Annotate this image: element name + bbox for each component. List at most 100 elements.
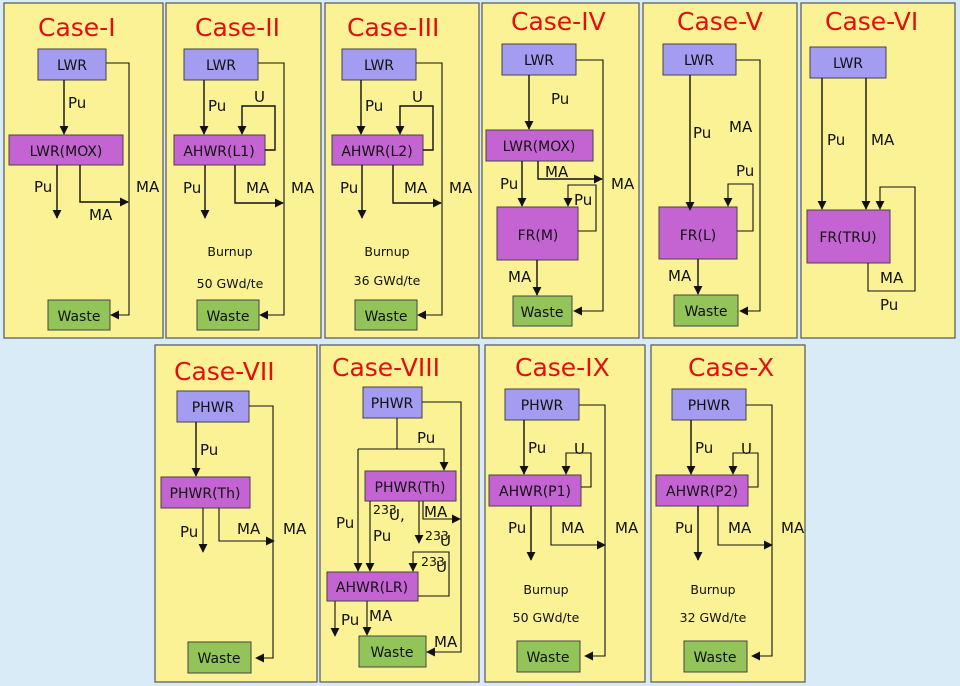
case-title: Case-VII — [174, 357, 275, 386]
waste-box — [358, 635, 427, 668]
flow-label: U, — [389, 506, 405, 524]
reactor-box — [8, 134, 124, 166]
waste-label: Waste — [198, 651, 241, 667]
burnup-label: Burnup — [523, 582, 568, 597]
flow-arrow — [422, 401, 462, 657]
case-title: Case-III — [347, 13, 439, 42]
waste-box — [512, 295, 573, 327]
case-3-panel: Case-III LWR AHWR(L2) Waste Pu U Pu MA M… — [324, 2, 480, 339]
flow-label: MA — [246, 179, 270, 197]
burnup-value: 32 GWd/te — [680, 610, 747, 625]
flow-label: Pu — [68, 94, 86, 112]
flow-label: Pu — [551, 90, 569, 108]
source-reactor-label: LWR — [524, 53, 554, 69]
case-title: Case-IV — [511, 7, 606, 36]
case-10-panel: Case-X PHWR AHWR(P2) Waste Pu U Pu MA MA… — [650, 344, 806, 683]
flow-arrow — [867, 186, 916, 292]
reactor-label: AHWR(P2) — [666, 484, 738, 500]
flow-label: MA — [237, 520, 261, 538]
source-reactor-box — [341, 48, 417, 81]
reactor2-label: FR(M) — [518, 228, 559, 244]
case-4-panel: Case-IV LWR LWR(MOX) FR(M) Waste Pu Pu M… — [481, 2, 640, 339]
flow-label: Pu — [208, 97, 226, 115]
waste-label: Waste — [694, 650, 737, 666]
flow-label: MA — [508, 268, 532, 286]
source-reactor-box — [176, 390, 250, 423]
flow-label: MA — [781, 519, 805, 537]
case-7-panel: Case-VII PHWR PHWR(Th) Waste Pu Pu MA MA — [154, 344, 318, 683]
flow-label: U — [741, 440, 752, 458]
waste-box — [196, 299, 260, 331]
flow-arrow — [579, 404, 606, 661]
reactor-box — [655, 474, 749, 507]
waste-label: Waste — [527, 650, 570, 666]
flow-arrow — [258, 62, 285, 320]
reactor-box — [658, 206, 738, 260]
flow-arrow — [79, 165, 129, 207]
waste-label: Waste — [207, 309, 250, 325]
flow-arrow — [736, 59, 761, 316]
flow-label: MA — [871, 131, 895, 149]
source-reactor-label: LWR — [57, 58, 87, 74]
flow-label: Pu — [693, 124, 711, 142]
flow-label: MA — [424, 503, 448, 521]
flow-label: MA — [561, 519, 585, 537]
source-reactor-label: PHWR — [371, 396, 414, 412]
flow-label: MA — [404, 179, 428, 197]
flow-arrow — [563, 184, 597, 232]
burnup-label: Burnup — [207, 244, 252, 259]
reactor-label: PHWR(Th) — [170, 486, 241, 502]
reactor-label: PHWR(Th) — [375, 480, 446, 496]
source-reactor-label: PHWR — [521, 398, 564, 414]
source-reactor-box — [809, 46, 887, 79]
flow-label: MA — [611, 175, 635, 193]
flow-label: MA — [668, 267, 692, 285]
source-reactor-label: LWR — [364, 58, 394, 74]
flow-label-superscript: 233 — [373, 502, 397, 517]
flow-arrow — [723, 183, 754, 232]
flow-label: MA — [728, 519, 752, 537]
flow-arrow — [717, 506, 773, 550]
flow-label: Pu — [827, 131, 845, 149]
flow-arrow — [728, 452, 759, 488]
flow-arrow — [561, 452, 592, 488]
waste-box — [673, 294, 739, 327]
source-reactor-label: LWR — [684, 53, 714, 69]
reactor-box — [485, 129, 594, 162]
flow-label: MA — [729, 118, 753, 136]
case-2-panel: Case-II LWR AHWR(L1) Waste Pu U Pu MA MA… — [165, 2, 322, 339]
flow-arrow — [234, 165, 284, 208]
reactor-label: AHWR(L2) — [341, 144, 412, 160]
flow-label: Pu — [528, 439, 546, 457]
flow-label: Pu — [183, 179, 201, 197]
flow-label: MA — [369, 607, 393, 625]
flow-label: Pu — [695, 439, 713, 457]
flow-label: MA — [615, 519, 639, 537]
flow-label: Pu — [500, 175, 518, 193]
flow-arrow — [249, 405, 274, 663]
waste-box — [683, 640, 748, 673]
waste-label: Waste — [685, 304, 728, 320]
reactor2-label: AHWR(LR) — [336, 580, 408, 596]
flow-label: MA — [136, 178, 160, 196]
case-title: Case-I — [38, 13, 116, 42]
flow-label-superscript: 233 — [421, 554, 445, 569]
flow-label: U — [436, 558, 447, 576]
flow-label: Pu — [34, 178, 52, 196]
flow-arrow — [218, 508, 275, 546]
case-title: Case-II — [195, 13, 280, 42]
flow-label: Pu — [365, 97, 383, 115]
flow-arrow — [392, 165, 442, 208]
flow-label: Pu — [574, 191, 592, 209]
waste-box — [187, 641, 252, 674]
source-reactor-label: PHWR — [192, 400, 235, 416]
flow-label: MA — [545, 163, 569, 181]
reactor-label: LWR(MOX) — [503, 139, 576, 155]
flow-label: Pu — [200, 441, 218, 459]
flow-label: MA — [291, 179, 315, 197]
waste-label: Waste — [521, 305, 564, 321]
reactor-label: AHWR(L1) — [183, 144, 254, 160]
flow-arrow — [416, 62, 443, 320]
waste-label: Waste — [365, 309, 408, 325]
flow-label: Pu — [675, 519, 693, 537]
